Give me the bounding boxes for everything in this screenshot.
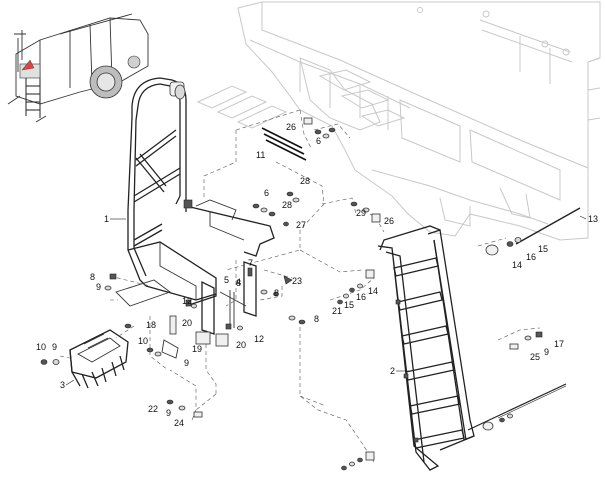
callout-2: 2	[390, 366, 395, 376]
callout-20-lower: 20	[236, 340, 246, 350]
handrail-frame-part-1	[115, 77, 275, 335]
rod-part-13	[467, 207, 581, 431]
callout-9-bottomleft: 9	[52, 342, 57, 352]
machine-thumbnail	[7, 13, 149, 123]
callout-12-lower: 12	[254, 334, 264, 344]
machine-body-outline	[237, 1, 601, 241]
callout-labels: 1 2 3 4 5 6 6 7 8 8 8 8 9 9 9 9 9 10 10 …	[36, 122, 598, 428]
callout-3: 3	[60, 380, 65, 390]
callout-22: 22	[148, 404, 158, 414]
callout-6-top: 6	[316, 136, 321, 146]
ladder-part-2	[377, 225, 475, 471]
callout-8-left: 8	[90, 272, 95, 282]
callout-19: 19	[192, 344, 202, 354]
callout-4: 4	[236, 277, 241, 287]
callout-29: 29	[356, 208, 366, 218]
callout-28-lower: 28	[282, 200, 292, 210]
callout-12-upper: 12	[182, 296, 192, 306]
callout-17: 17	[554, 339, 564, 349]
callout-15-right: 15	[538, 244, 548, 254]
callout-9-left: 9	[96, 282, 101, 292]
step-bracket-part-3	[69, 329, 129, 389]
callout-18: 18	[146, 320, 156, 330]
callout-11: 11	[256, 150, 265, 160]
callout-7: 7	[248, 258, 253, 268]
callout-26-right: 26	[384, 216, 394, 226]
callout-21: 21	[332, 306, 342, 316]
callout-16-right: 16	[526, 252, 536, 262]
callout-13: 13	[588, 214, 598, 224]
callout-24: 24	[174, 418, 184, 428]
callout-16-mid: 16	[356, 292, 366, 302]
rods-part-11	[261, 127, 307, 161]
callout-14-mid: 14	[368, 286, 378, 296]
callout-9-right: 9	[544, 347, 549, 357]
callout-10-center: 10	[138, 336, 148, 346]
callout-15-mid: 15	[344, 300, 354, 310]
callout-27: 27	[296, 220, 306, 230]
callout-10-left: 10	[36, 342, 46, 352]
callout-14-right: 14	[512, 260, 522, 270]
callout-9-center: 9	[184, 358, 189, 368]
callout-9-lower: 9	[166, 408, 171, 418]
hardware-fasteners	[40, 117, 543, 471]
callout-6-mid: 6	[264, 188, 269, 198]
callout-28-upper: 28	[300, 176, 310, 186]
callout-5: 5	[224, 275, 229, 285]
callout-1: 1	[104, 214, 109, 224]
callout-25: 25	[530, 352, 540, 362]
step-plates-outline	[196, 69, 406, 129]
assembly-guide-lines	[59, 109, 541, 463]
callout-26-top: 26	[286, 122, 296, 132]
callout-8-right: 8	[274, 288, 279, 298]
callout-8-lower: 8	[314, 314, 319, 324]
callout-23: 23	[292, 276, 302, 286]
callout-20-upper: 20	[182, 318, 192, 328]
callout-8-bracket: 8	[236, 278, 241, 288]
